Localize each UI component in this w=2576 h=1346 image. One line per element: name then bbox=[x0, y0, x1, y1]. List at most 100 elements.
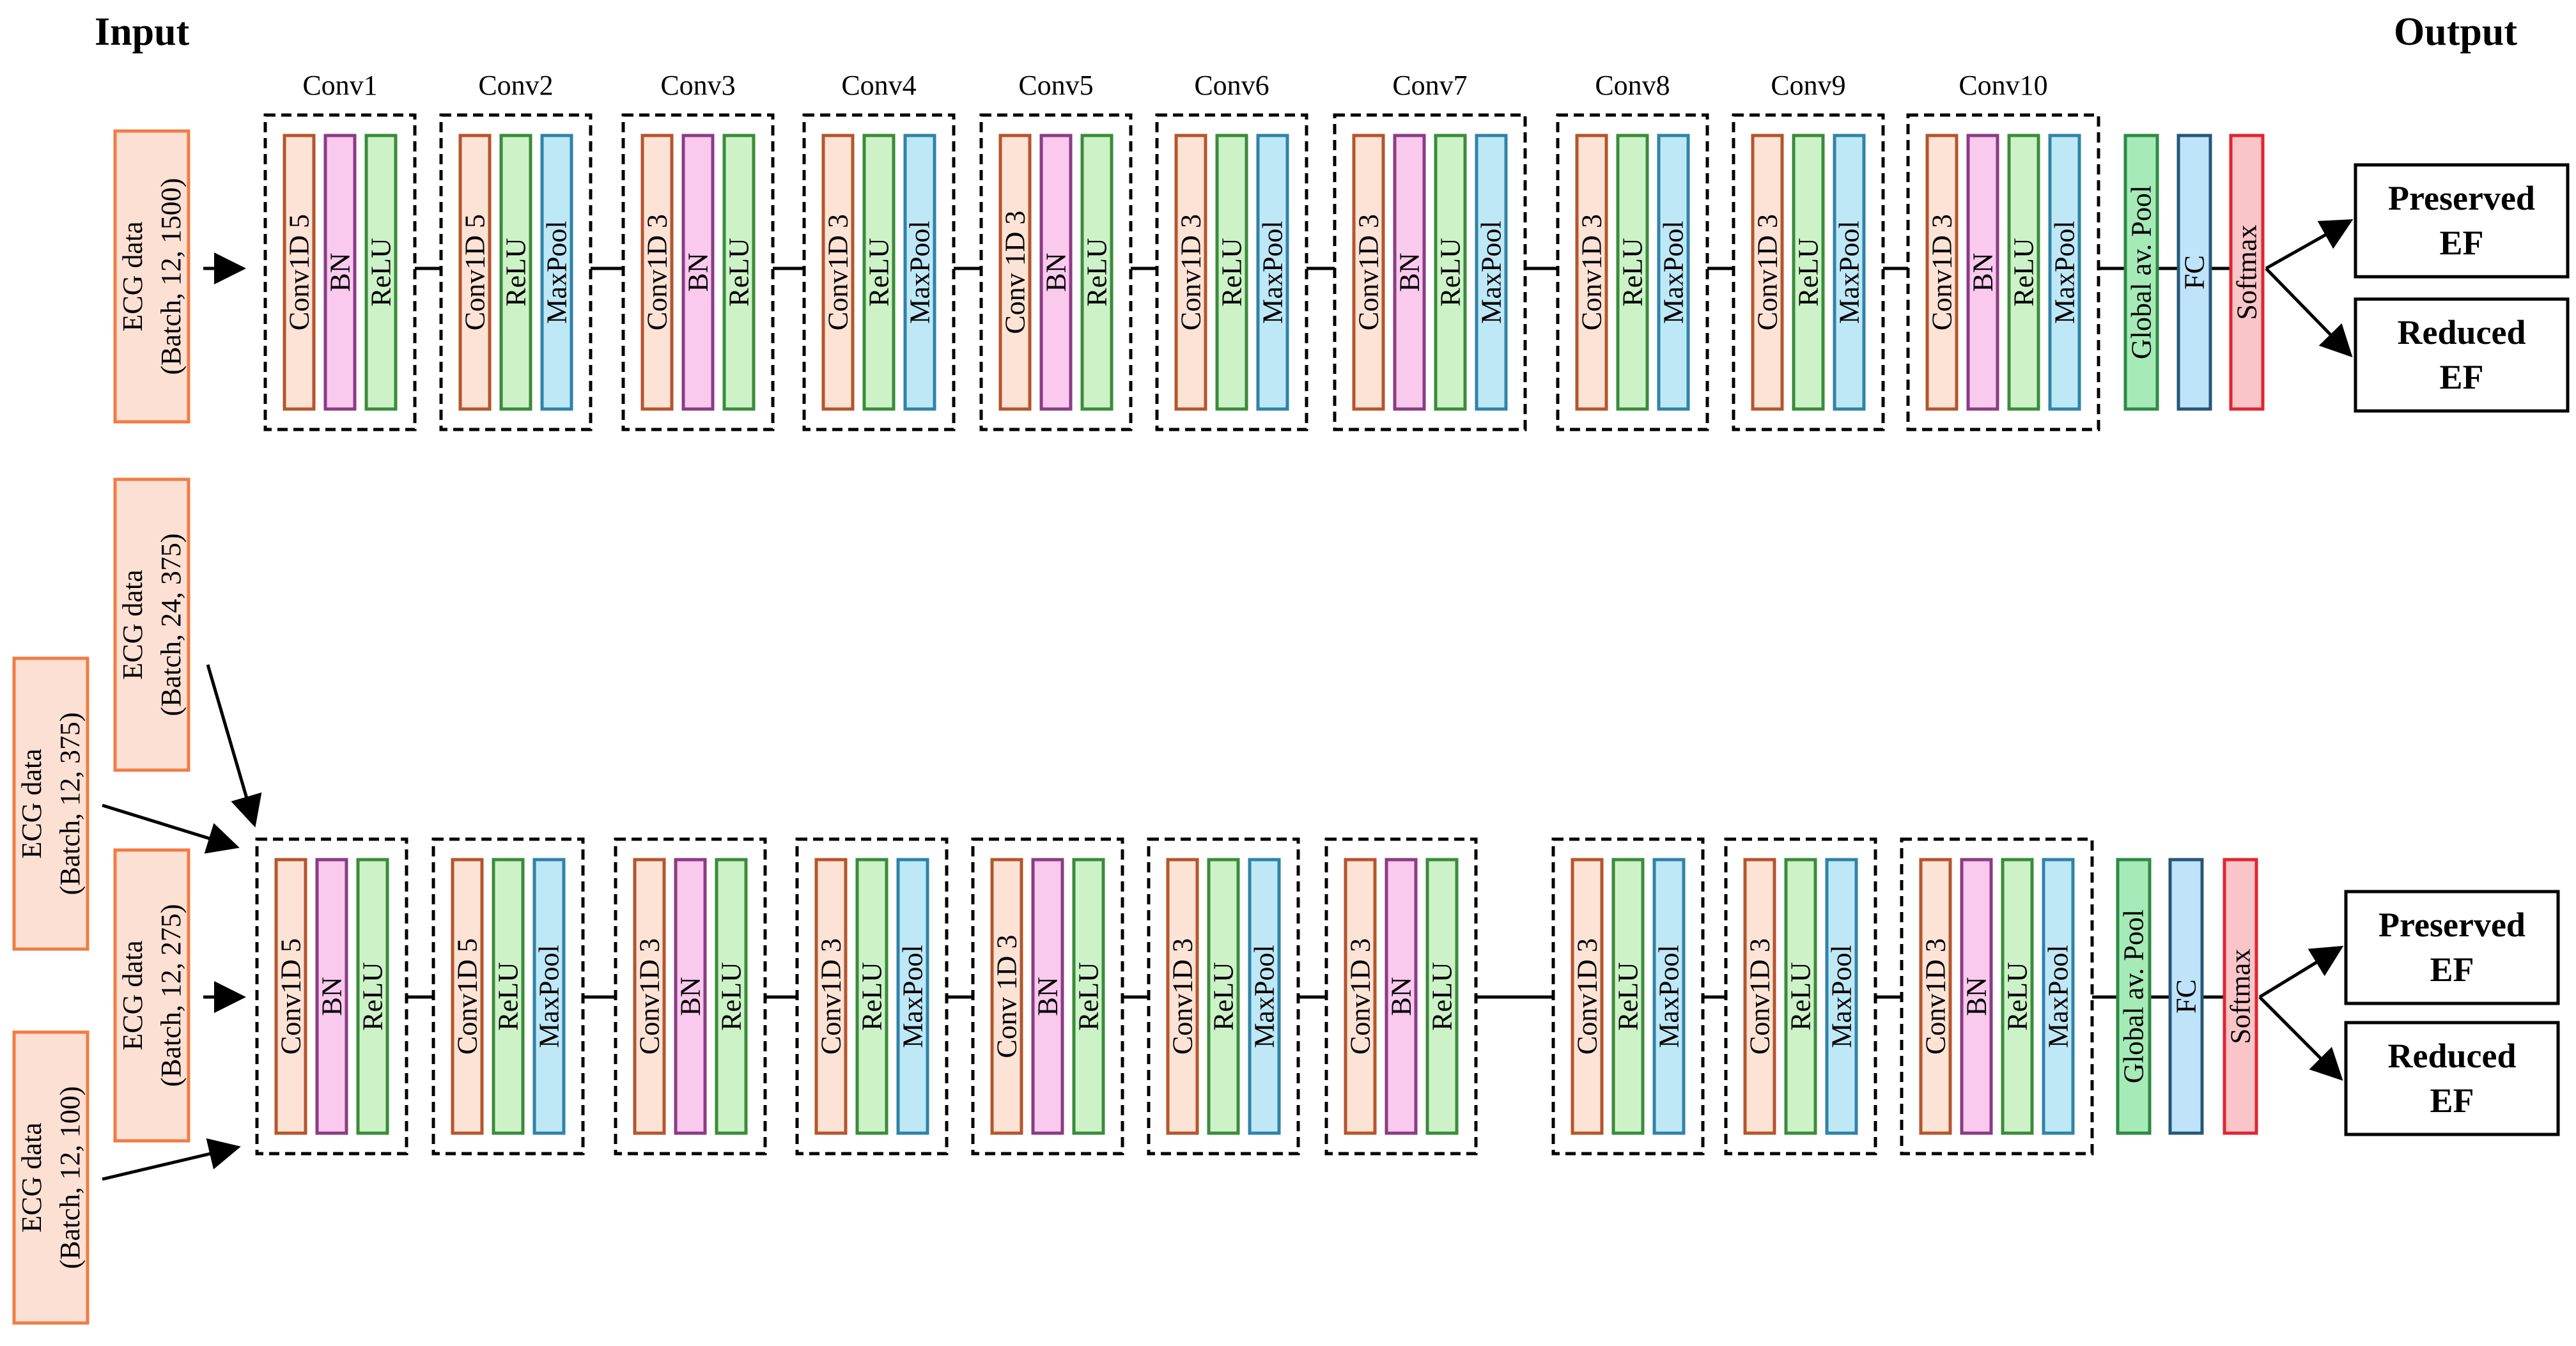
layer-relu-label: ReLU bbox=[1216, 238, 1248, 307]
input-box bbox=[12, 1030, 89, 1325]
layer-conv5-label: Conv1D 5 bbox=[460, 214, 491, 330]
output-label-line1: Reduced bbox=[2398, 313, 2526, 352]
layer-conv3 bbox=[1352, 134, 1385, 411]
layer-maxpool bbox=[896, 858, 929, 1135]
layer-relu bbox=[2007, 134, 2040, 411]
output-label-line1: Preserved bbox=[2388, 179, 2535, 217]
layer-relu bbox=[1072, 858, 1105, 1135]
output-box bbox=[2354, 297, 2570, 413]
layer-maxpool-label: MaxPool bbox=[541, 220, 573, 323]
layer-conv3-label: Conv1D 3 bbox=[1752, 214, 1783, 330]
layer-conv3 bbox=[1174, 134, 1207, 411]
layer-conv3-label: Conv1D 3 bbox=[823, 214, 854, 330]
block-border bbox=[255, 837, 408, 1156]
layer-bn bbox=[1039, 134, 1073, 411]
input-heading: Input bbox=[95, 10, 190, 54]
layer-relu bbox=[715, 858, 748, 1135]
layer-maxpool bbox=[1652, 858, 1686, 1135]
input-label-line1: ECG data bbox=[117, 569, 148, 679]
bottom-gap-layer bbox=[2116, 858, 2152, 1135]
block-border bbox=[795, 837, 949, 1156]
layer-relu bbox=[1434, 134, 1467, 411]
layer-maxpool bbox=[532, 858, 566, 1135]
layer-conv5 bbox=[274, 858, 307, 1135]
layer-bn-label: BN bbox=[1032, 977, 1064, 1016]
top-gap-label: Global av. Pool bbox=[2126, 185, 2157, 359]
layer-relu bbox=[855, 858, 888, 1135]
bottom-ecg-input-24-375: ECG data(Batch, 24, 375) bbox=[113, 477, 190, 772]
layer-maxpool bbox=[540, 134, 573, 411]
layer-bn bbox=[1031, 858, 1064, 1135]
layer-bn bbox=[315, 858, 348, 1135]
output-box bbox=[2344, 890, 2560, 1005]
block-border bbox=[1732, 113, 1885, 431]
layer-maxpool-label: MaxPool bbox=[2043, 945, 2074, 1048]
layer-bn bbox=[1393, 134, 1426, 411]
layer-conv3 bbox=[814, 858, 848, 1135]
layer-bn-label: BN bbox=[675, 977, 706, 1016]
bottom-fc-layer bbox=[2168, 858, 2204, 1135]
bottom-ecg-input-12-375: ECG data(Batch, 12, 375) bbox=[12, 656, 89, 951]
block-border bbox=[1900, 837, 2094, 1156]
layer-conv3-label: Conv1D 3 bbox=[1927, 214, 1958, 330]
layer-conv3-label: Conv1D 3 bbox=[634, 938, 665, 1055]
layer-maxpool bbox=[1256, 134, 1289, 411]
layer-maxpool-label: MaxPool bbox=[1654, 945, 1685, 1048]
input-box bbox=[113, 477, 190, 772]
layer-relu bbox=[1792, 134, 1825, 411]
output-label-line1: Preserved bbox=[2378, 906, 2526, 944]
layer-conv3 bbox=[1166, 858, 1199, 1135]
bottom-softmax-layer bbox=[2223, 858, 2258, 1135]
layer-conv3_spaced bbox=[998, 134, 1032, 411]
layer-bn bbox=[1960, 858, 1993, 1135]
block-border bbox=[439, 113, 593, 431]
bottom-input-arrow bbox=[102, 803, 240, 854]
layer-bn-label: BN bbox=[1041, 252, 1072, 291]
bottom-output-arrow bbox=[2258, 945, 2344, 999]
layer-maxpool-label: MaxPool bbox=[904, 220, 936, 323]
layer-conv3 bbox=[1743, 858, 1776, 1135]
block-border bbox=[1155, 113, 1308, 431]
block-border bbox=[1724, 837, 1877, 1156]
layer-relu bbox=[492, 858, 525, 1135]
bottom-input-arrow bbox=[206, 664, 262, 828]
conv-title: Conv8 bbox=[1595, 70, 1670, 101]
layer-maxpool bbox=[1475, 134, 1508, 411]
layer-maxpool-label: MaxPool bbox=[1257, 220, 1289, 323]
layer-bn-label: BN bbox=[1394, 252, 1425, 291]
output-label-line1: Reduced bbox=[2388, 1037, 2517, 1075]
layer-relu bbox=[1080, 134, 1113, 411]
layer-maxpool bbox=[1833, 134, 1866, 411]
layer-relu-label: ReLU bbox=[1617, 238, 1649, 307]
conv-title: Conv2 bbox=[478, 70, 553, 101]
layer-conv3 bbox=[1575, 134, 1608, 411]
layer-conv3-label: Conv1D 3 bbox=[1744, 938, 1776, 1055]
conv-title: Conv10 bbox=[1959, 70, 2047, 101]
input-box bbox=[113, 848, 190, 1143]
layer-relu-label: ReLU bbox=[1208, 962, 1239, 1031]
layer-conv3-label: Conv1D 3 bbox=[1345, 938, 1376, 1055]
layer-relu bbox=[722, 134, 756, 411]
layer-conv3 bbox=[1919, 858, 1952, 1135]
input-label-line2: (Batch, 12, 1500) bbox=[155, 178, 187, 375]
top-fc-label: FC bbox=[2179, 255, 2210, 290]
layer-relu bbox=[1215, 134, 1248, 411]
block-border bbox=[1551, 837, 1705, 1156]
conv-title: Conv4 bbox=[841, 70, 916, 101]
output-heading: Output bbox=[2394, 10, 2517, 54]
layer-conv3-label: Conv1D 3 bbox=[1175, 214, 1207, 330]
layer-maxpool-label: MaxPool bbox=[2049, 220, 2081, 323]
input-box bbox=[12, 656, 89, 951]
layer-relu-label: ReLU bbox=[1082, 238, 1113, 307]
bottom-output-arrow bbox=[2258, 996, 2343, 1081]
layer-conv3_spaced-label: Conv 1D 3 bbox=[1000, 210, 1031, 334]
input-box bbox=[113, 129, 190, 424]
